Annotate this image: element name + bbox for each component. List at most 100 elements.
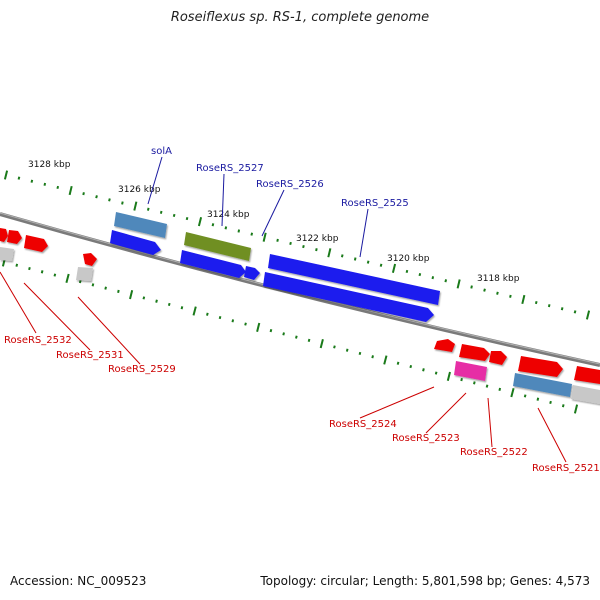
gene-label-rosers-2526[interactable]: RoseRS_2526: [256, 179, 324, 190]
scale-tick-bottom-minor: [28, 266, 31, 271]
gene-feature-blue-arrow-4[interactable]: [263, 272, 434, 322]
gene-label-rosers-2523[interactable]: RoseRS_2523: [392, 433, 460, 444]
gene-feature-pink[interactable]: [454, 361, 487, 381]
scale-tick-bottom-minor: [282, 332, 285, 336]
scale-tick-bottom-minor: [333, 345, 336, 349]
gene-label-sola[interactable]: solA: [151, 146, 172, 157]
scale-tick-top-minor: [121, 201, 124, 205]
gene-label-rosers-2532[interactable]: RoseRS_2532: [4, 335, 72, 346]
gene-feature-blue-arrow-2[interactable]: [180, 250, 246, 278]
scale-tick-top-minor: [470, 285, 473, 289]
scale-tick-bottom-minor: [269, 328, 273, 333]
scale-tick-top-minor: [185, 216, 189, 221]
scale-tick-bottom-minor: [549, 400, 552, 405]
scale-tick-bottom-minor: [53, 273, 57, 277]
scale-tick-bottom-minor: [40, 270, 44, 274]
gene-feature-gray-3[interactable]: [571, 385, 600, 404]
scale-tick-bottom-major: [192, 306, 197, 316]
scale-tick-top-minor: [366, 260, 370, 264]
scale-tick-bottom-minor: [307, 338, 311, 343]
genome-summary-text: Topology: circular; Length: 5,801,598 bp…: [260, 574, 590, 588]
gene-feature-blue-arrow-1[interactable]: [110, 230, 161, 255]
scale-tick-top-major: [68, 185, 73, 196]
gene-feature-red-3[interactable]: [24, 235, 48, 252]
gene-label-rosers-2524[interactable]: RoseRS_2524: [329, 419, 397, 430]
scale-tick-top-minor: [534, 300, 538, 305]
scale-ticks-top: [3, 170, 591, 320]
scale-tick-bottom-major: [383, 355, 388, 365]
scale-tick-top-minor: [108, 198, 111, 202]
scale-tick-bottom-major: [129, 290, 134, 300]
scale-tick-top-minor: [250, 232, 254, 236]
scale-tick-bottom-minor: [345, 348, 349, 352]
scale-label-3118: 3118 kbp: [477, 274, 520, 284]
gene-label-rosers-2527[interactable]: RoseRS_2527: [196, 163, 264, 174]
scale-tick-bottom-minor: [117, 289, 120, 294]
scale-tick-bottom-minor: [460, 377, 463, 382]
scale-tick-top-minor: [573, 310, 577, 314]
scale-label-3124: 3124 kbp: [207, 210, 250, 220]
scale-tick-bottom-minor: [422, 368, 425, 372]
scale-tick-bottom-minor: [104, 286, 107, 290]
scale-tick-bottom-minor: [371, 355, 374, 359]
scale-tick-bottom-major: [446, 371, 451, 381]
gene-feature-blue-arrow-3[interactable]: [244, 266, 260, 280]
gene-label-rosers-2529[interactable]: RoseRS_2529: [108, 364, 176, 375]
gene-feature-roserS2527[interactable]: [184, 232, 251, 261]
gene-feature-gray-1[interactable]: [0, 247, 14, 261]
scale-tick-bottom-major: [65, 273, 70, 283]
scale-tick-top-major: [262, 232, 267, 242]
genome-backbone: [0, 212, 600, 367]
scale-ticks-bottom: [1, 257, 579, 414]
gene-label-rosers-2521[interactable]: RoseRS_2521: [532, 463, 600, 474]
scale-tick-top-major: [391, 263, 397, 273]
scale-tick-bottom-major: [510, 388, 515, 398]
scale-tick-top-minor: [547, 304, 551, 308]
scale-tick-top-minor: [146, 207, 150, 211]
gene-feature-red-8[interactable]: [518, 356, 563, 377]
scale-tick-bottom-minor: [231, 319, 235, 323]
scale-tick-bottom-minor: [396, 361, 400, 365]
gene-feature-roserS2525[interactable]: [268, 254, 440, 305]
scale-tick-top-minor: [172, 213, 176, 218]
scale-tick-bottom-minor: [434, 371, 438, 375]
gene-feature-red-6[interactable]: [459, 344, 490, 361]
scale-tick-bottom-minor: [91, 283, 95, 287]
scale-tick-bottom-minor: [485, 384, 489, 388]
gene-feature-red-1[interactable]: [0, 228, 8, 242]
scale-tick-top-minor: [95, 195, 98, 199]
scale-tick-top-major: [585, 310, 591, 320]
gene-feature-red-9[interactable]: [574, 366, 600, 384]
scale-tick-bottom-minor: [15, 263, 19, 267]
gene-feature-red-5[interactable]: [434, 339, 455, 352]
scale-label-3120: 3120 kbp: [387, 254, 430, 264]
gene-label-rosers-2531[interactable]: RoseRS_2531: [56, 350, 124, 361]
scale-tick-top-minor: [418, 272, 422, 277]
scale-tick-bottom-minor: [155, 299, 158, 303]
scale-tick-bottom-major: [319, 339, 324, 349]
label-leaders: [0, 156, 567, 463]
scale-tick-top-minor: [289, 241, 292, 246]
scale-label-3122: 3122 kbp: [296, 234, 339, 244]
scale-tick-bottom-minor: [498, 387, 502, 392]
scale-tick-bottom-minor: [244, 322, 247, 326]
gene-feature-sola[interactable]: [114, 212, 167, 238]
gene-feature-roserS2521[interactable]: [513, 373, 572, 397]
map-title: Roseiflexus sp. RS-1, complete genome: [170, 10, 430, 25]
scale-tick-top-major: [327, 248, 332, 258]
gene-feature-gray-2[interactable]: [76, 267, 93, 281]
scale-tick-top-minor: [509, 294, 512, 298]
scale-tick-bottom-minor: [218, 315, 222, 320]
scale-tick-top-major: [197, 217, 203, 227]
gene-feature-red-7[interactable]: [489, 351, 507, 365]
gene-feature-red-2[interactable]: [7, 230, 22, 244]
scale-tick-bottom-major: [256, 322, 261, 332]
scale-tick-top-minor: [379, 263, 383, 267]
gene-label-rosers-2525[interactable]: RoseRS_2525: [341, 198, 409, 209]
scale-tick-top-minor: [302, 244, 305, 249]
gene-feature-red-4[interactable]: [83, 253, 97, 266]
gene-label-rosers-2522[interactable]: RoseRS_2522: [460, 447, 528, 458]
scale-tick-top-minor: [483, 288, 486, 292]
scale-tick-top-minor: [82, 192, 85, 196]
